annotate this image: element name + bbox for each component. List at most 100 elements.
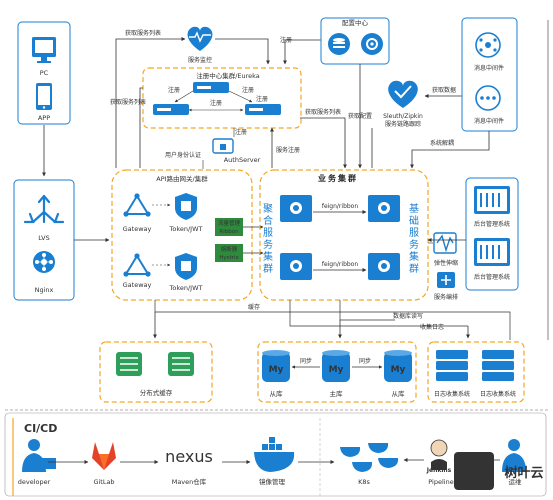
- gitlab-fox-icon: [92, 442, 116, 470]
- cicd-title: CI/CD: [24, 422, 57, 435]
- cache-stack-icon-2: [168, 352, 194, 376]
- config-to-registry-line: [283, 39, 321, 65]
- get-service-list-left-label: 获取服务列表: [110, 98, 146, 106]
- business-title: 业务集群: [318, 173, 358, 183]
- feign-label-1: feign/ribbon: [322, 203, 359, 210]
- backend-label-1: 后台管理系统: [474, 220, 510, 228]
- cache-label: 缓存: [248, 303, 260, 311]
- nginx-label: Nginx: [35, 286, 54, 294]
- mysql-slave-icon-2: [384, 350, 412, 382]
- token-2-label: Token/JWT: [169, 284, 203, 292]
- watermark-ai-text: AI: [466, 465, 482, 481]
- ribbon-tag-label: Ribbon: [219, 229, 239, 235]
- token-shield-icon-1: [175, 193, 197, 220]
- auth-server-icon: [212, 138, 234, 154]
- mysql-slave-2-logo: My: [391, 365, 406, 375]
- get-config-label: 获取配置: [348, 112, 372, 120]
- mq-box: [461, 17, 518, 132]
- sleuth-label-1: Sleuth/Zipkin: [383, 113, 423, 120]
- nginx-icon: [33, 251, 55, 273]
- svg-text:基: 基: [409, 202, 419, 215]
- registry-server-icon-3: [245, 104, 281, 115]
- backend-box: [465, 177, 519, 291]
- svg-text:群: 群: [263, 262, 273, 275]
- elastic-scaling-icon: [433, 232, 457, 254]
- maven-label: Maven仓库: [172, 477, 207, 486]
- gitlab-label: GitLab: [93, 478, 114, 486]
- cache-label-text: 分布式缓存: [140, 388, 173, 397]
- elastic-scaling-label: 弹性伸缩: [434, 259, 458, 267]
- system-decouple-line: [410, 131, 490, 169]
- mq-icon-1: [475, 32, 501, 58]
- ops-user-icon: [502, 439, 526, 472]
- cache-horizontal-line: [154, 300, 511, 340]
- mysql-master-icon: [322, 350, 350, 382]
- auth-register-label: 注册: [235, 128, 247, 136]
- token-shield-icon-2: [175, 253, 197, 280]
- developer-label: developer: [18, 478, 51, 486]
- hystrix-tag-label: Hystrix: [219, 255, 239, 261]
- registry-sync-arrow-1: [174, 90, 194, 103]
- nexus-logo: nexus: [165, 447, 213, 466]
- registry-box: [142, 67, 302, 129]
- get-service-list-left-line: [139, 87, 143, 168]
- backend-label-2: 后台管理系统: [474, 273, 510, 281]
- gateway-icon-2: [123, 253, 151, 277]
- backend-panel-icon-1: [474, 186, 510, 214]
- gateway-box: [111, 169, 253, 301]
- registry-server-icon-1: [193, 82, 229, 93]
- svg-text:集: 集: [409, 250, 419, 263]
- feign-label-2: feign/ribbon: [322, 261, 359, 268]
- get-service-list-top-label: 获取服务列表: [125, 29, 161, 37]
- k8s-docker-cluster-icon: [340, 443, 399, 472]
- collect-logs-label: 收集日志: [420, 323, 444, 331]
- business-cluster-box: [259, 169, 429, 301]
- cache-box: [99, 341, 213, 403]
- registry-sync-label-1: 注册: [168, 86, 180, 94]
- pc-label: PC: [40, 69, 49, 77]
- aggregate-service-icon-1: [280, 195, 312, 222]
- registry-sync-arrow-2: [228, 90, 253, 103]
- base-vertical-label: 基 础 服 务 集 群: [409, 202, 419, 275]
- log-collect-label-2: 日志收集系统: [480, 390, 516, 398]
- svg-text:础: 础: [409, 215, 419, 227]
- config-gear-icon: [361, 33, 383, 55]
- ops-label: 运维: [509, 477, 523, 486]
- log-server-icon-1: [436, 350, 468, 381]
- hystrix-tag: [215, 244, 243, 262]
- collect-logs-line: [289, 300, 468, 327]
- registry-peer-label-2: 注册: [256, 95, 268, 103]
- db-rw-label: 数据库读写: [393, 312, 423, 320]
- system-decouple-label: 系统解耦: [430, 139, 454, 147]
- k8s-label: K8s: [358, 478, 370, 486]
- gateway-box-title: API路由网关/集群: [156, 174, 208, 183]
- clients-box: [17, 21, 71, 125]
- heart-monitor-icon: [187, 26, 213, 51]
- svg-text:务: 务: [263, 238, 273, 251]
- registry-server-icon-2: [153, 104, 189, 115]
- app-label: APP: [38, 114, 50, 122]
- mq-label-2: 消息中间件: [474, 117, 504, 125]
- svg-text:聚: 聚: [263, 203, 273, 215]
- mq-label-1: 消息中间件: [474, 64, 504, 72]
- get-data-label: 获取数据: [432, 86, 456, 94]
- docker-label: 镜像管理: [259, 477, 286, 486]
- watermark-brand: 树叶云: [504, 465, 543, 481]
- aggregate-service-icon-2: [280, 253, 312, 280]
- db-sync-label-1: 同步: [300, 357, 312, 365]
- lvs-label: LVS: [38, 234, 49, 242]
- service-register-label: 服务注册: [276, 146, 300, 154]
- backend-panel-icon-2: [474, 238, 510, 266]
- svg-text:群: 群: [409, 262, 419, 275]
- hystrix-tag-title: 熔断器: [221, 245, 238, 253]
- db-rw-line: [339, 300, 395, 321]
- master-label: 主库: [330, 389, 344, 398]
- auth-server-label: AuthServer: [224, 156, 261, 164]
- mq-icon-2: [475, 85, 501, 111]
- gateway-get-service-list-top-line: [115, 37, 186, 168]
- registry-peer-label-1: 注册: [210, 99, 222, 107]
- log-server-icon-2: [482, 350, 514, 381]
- gateway-1-label: Gateway: [123, 225, 152, 233]
- config-center-box: [320, 17, 390, 65]
- lvs-icon: [23, 194, 65, 224]
